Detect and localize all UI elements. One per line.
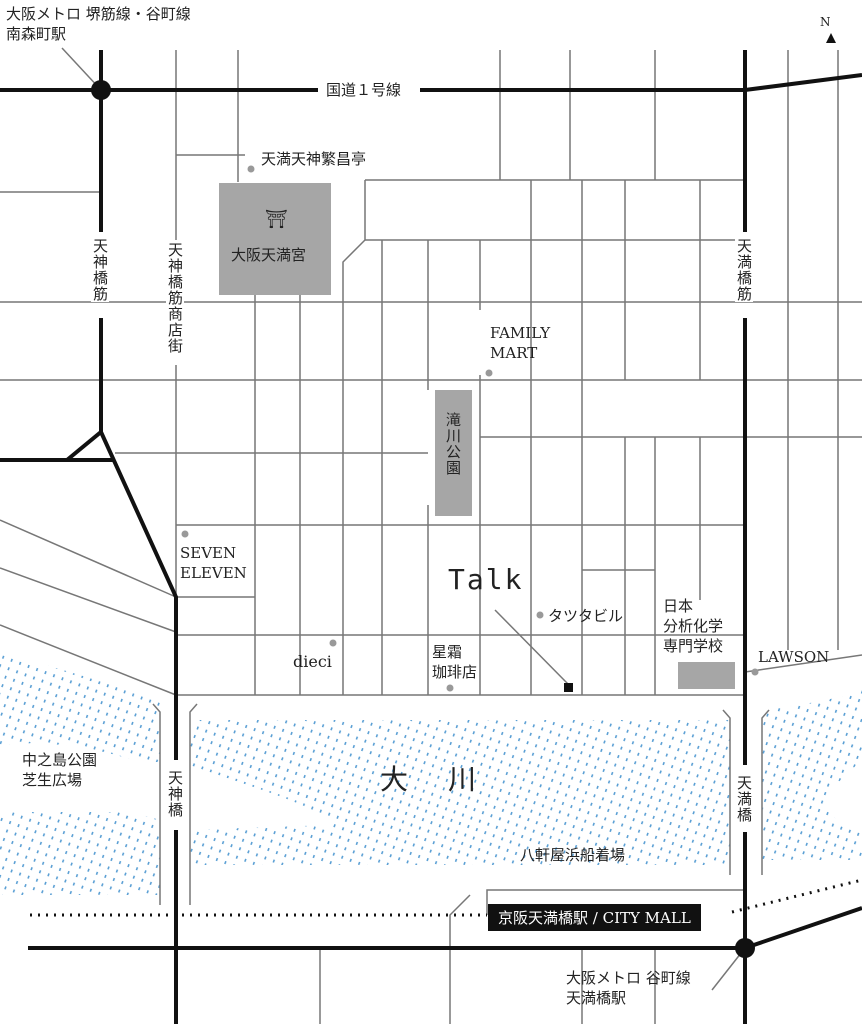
hanjoutei-label: 天満天神繁昌亭 bbox=[261, 150, 367, 168]
compass-label: N bbox=[820, 15, 831, 29]
seven-eleven-label: SEVEN ELEVEN bbox=[180, 543, 247, 583]
talk-location-marker bbox=[564, 683, 573, 692]
station-line: 大阪メトロ 谷町線 bbox=[566, 969, 691, 987]
temmabashisuji-label: 天満橋筋 bbox=[735, 238, 753, 302]
nakanoshima-park-label: 中之島公園 芝生広場 bbox=[22, 750, 97, 790]
school-label: 日本 分析化学 専門学校 bbox=[663, 596, 723, 656]
label-line: ELEVEN bbox=[180, 564, 247, 582]
lawson-label: LAWSON bbox=[758, 648, 830, 666]
tenmangu-block bbox=[219, 183, 331, 295]
label-line: 中之島公園 bbox=[22, 751, 98, 769]
talk-label: Talk bbox=[448, 563, 524, 596]
poi-dots bbox=[181, 165, 759, 692]
keihan-station-label: 京阪天満橋駅 / CITY MALL bbox=[488, 904, 701, 931]
station-name: 南森町駅 bbox=[6, 25, 67, 43]
shotengai-label: 天神橋筋商店街 bbox=[166, 242, 184, 354]
label-line: FAMILY bbox=[490, 324, 551, 342]
minamimorimachi-station-label: 大阪メトロ 堺筋線・谷町線 南森町駅 bbox=[6, 4, 191, 44]
label-line: 分析化学 bbox=[663, 617, 724, 635]
takigawa-park-block bbox=[435, 390, 472, 516]
family-mart-label: FAMILY MART bbox=[490, 323, 550, 363]
shrine-icon: ⛩ bbox=[265, 209, 288, 230]
tenjinbashi-bridge-label: 天神橋 bbox=[166, 770, 184, 818]
takigawa-park-label: 滝川公園 bbox=[444, 412, 462, 476]
route1-label: 国道１号線 bbox=[326, 81, 402, 99]
label-line: 珈琲店 bbox=[432, 663, 478, 681]
tenjinbashisuji-label: 天神橋筋 bbox=[91, 238, 109, 302]
label-line: 日本 bbox=[663, 597, 694, 615]
seiso-coffee-label: 星霜 珈琲店 bbox=[432, 642, 477, 682]
north-arrow-icon bbox=[826, 33, 836, 43]
label-line: MART bbox=[490, 344, 538, 362]
river-water bbox=[0, 655, 862, 895]
temmabashi-station-label: 大阪メトロ 谷町線 天満橋駅 bbox=[566, 968, 691, 1008]
streets bbox=[0, 47, 862, 1024]
label-line: 星霜 bbox=[432, 643, 463, 661]
label-line: 芝生広場 bbox=[22, 771, 83, 789]
tatsuta-building-label: タツタビル bbox=[548, 607, 624, 625]
hachikenya-pier-label: 八軒屋浜船着場 bbox=[520, 846, 626, 864]
temmabashi-station-marker bbox=[735, 938, 755, 958]
school-block bbox=[678, 662, 735, 689]
station-name: 天満橋駅 bbox=[566, 989, 627, 1007]
tenmangu-label: 大阪天満宮 bbox=[231, 246, 307, 264]
dieci-label: dieci bbox=[293, 652, 332, 671]
label-line: 専門学校 bbox=[663, 637, 724, 655]
label-line: SEVEN bbox=[180, 544, 237, 562]
station-line: 大阪メトロ 堺筋線・谷町線 bbox=[6, 5, 191, 23]
temmabashi-bridge-label: 天満橋 bbox=[735, 775, 753, 823]
okawa-river-label: 大川 bbox=[380, 763, 517, 796]
minamimorimachi-station-marker bbox=[91, 80, 111, 100]
